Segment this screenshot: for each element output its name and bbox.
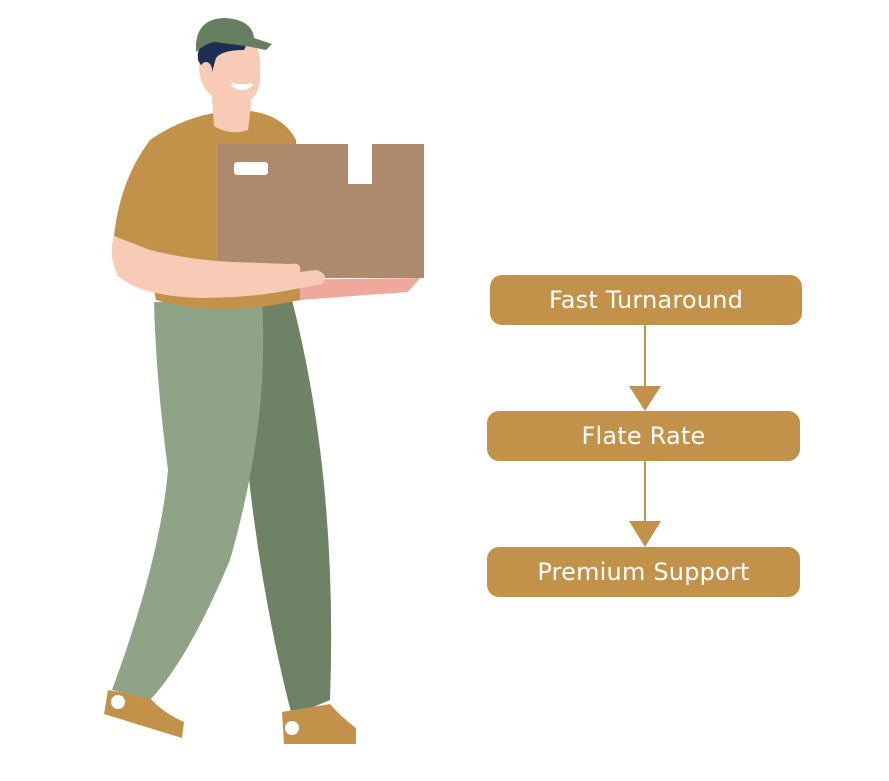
- cap: [196, 18, 272, 52]
- arrow-head-down-icon: [629, 386, 661, 411]
- ear: [200, 62, 212, 78]
- box-handle: [234, 162, 268, 175]
- neck: [212, 96, 252, 133]
- box-tape: [348, 144, 372, 184]
- back-shoe: [282, 704, 356, 744]
- front-leg: [112, 300, 264, 700]
- back-leg: [246, 300, 332, 716]
- step-premium-support: Premium Support: [487, 547, 800, 597]
- hair: [197, 38, 248, 72]
- front-arm: [111, 236, 325, 298]
- front-shoe-eyelet: [111, 695, 125, 709]
- back-shoe-eyelet: [285, 721, 299, 735]
- step-flate-rate: Flate Rate: [487, 411, 800, 461]
- mouth: [232, 84, 252, 89]
- arrow-head-down-icon: [629, 521, 661, 547]
- step-fast-turnaround: Fast Turnaround: [490, 275, 802, 325]
